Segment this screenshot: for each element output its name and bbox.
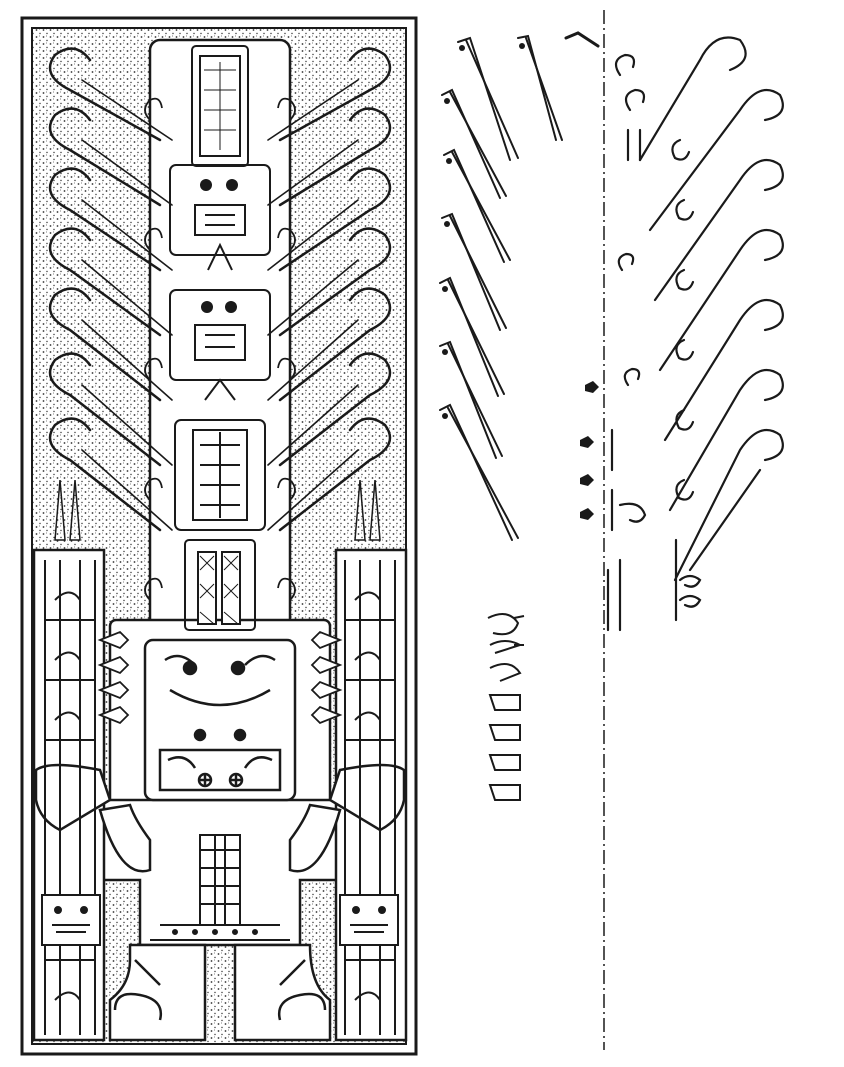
stela-outer-frame [20,16,418,1056]
small-glyph-heads [580,381,599,520]
column-scrolls [144,97,296,601]
spiral-fragments-right [606,36,784,632]
side-staff-left [44,479,96,1035]
rotated-glyph-column [487,613,525,801]
arms [34,763,406,873]
serpent-fragments [439,31,600,541]
stacked-face-2 [194,301,246,401]
stacked-face-1 [194,179,246,271]
torso-weave [150,834,290,941]
snake-heads-side [97,630,343,725]
rays-right [267,47,392,532]
side-faces [41,894,399,946]
side-staff-right [344,479,396,1035]
feet [113,959,327,1021]
central-hatch [199,62,239,625]
rays-left [48,47,173,532]
stela-panel [20,16,418,1056]
central-deity-face [143,638,297,802]
stacked-face-3 [192,429,248,521]
